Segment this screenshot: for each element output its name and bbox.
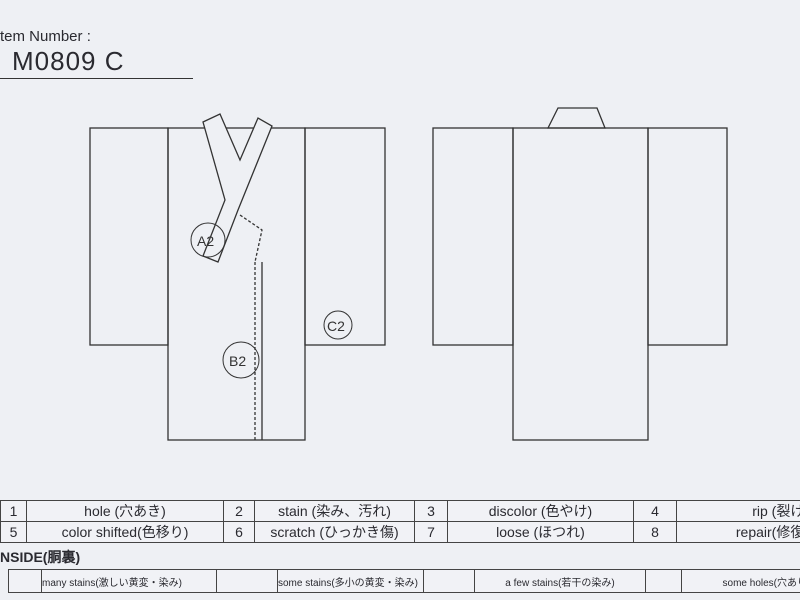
table-row: many stains(激しい黄変・染み) some stains(多小の黄変・…	[8, 569, 800, 593]
label: color shifted(色移り)	[26, 521, 224, 543]
code: 7	[414, 521, 448, 543]
code: 6	[223, 521, 255, 543]
checkbox-many[interactable]	[8, 569, 42, 593]
mark-a-circle	[190, 222, 226, 258]
checkbox-few[interactable]	[423, 569, 475, 593]
label: repair(修復)	[676, 521, 800, 543]
option-label: a few stains(若干の染み)	[474, 569, 646, 593]
option-label: some holes(穴あり	[681, 569, 800, 593]
code: 5	[0, 521, 27, 543]
code: 8	[633, 521, 677, 543]
front-left-sleeve	[89, 127, 169, 346]
underline	[0, 78, 193, 79]
code: 4	[633, 500, 677, 522]
front-right-sleeve	[304, 127, 386, 346]
label: rip (裂け)	[676, 500, 800, 522]
option-label: many stains(激しい黄変・染み)	[41, 569, 217, 593]
mark-b: B2	[229, 353, 246, 369]
inside-condition-table: many stains(激しい黄変・染み) some stains(多小の黄変・…	[8, 569, 800, 593]
checkbox-holes[interactable]	[645, 569, 682, 593]
back-collar	[546, 107, 606, 129]
option-label: some stains(多小の黄変・染み)	[277, 569, 424, 593]
mark-c: C2	[327, 318, 345, 334]
item-number-label: tem Number :	[0, 28, 91, 45]
code: 1	[0, 500, 27, 522]
label: discolor (色やけ)	[447, 500, 634, 522]
item-number-value: M0809 C	[12, 46, 125, 76]
kimono-diagram: A2 B2 C2	[89, 107, 728, 441]
code: 3	[414, 500, 448, 522]
code: 2	[223, 500, 255, 522]
inside-heading: NSIDE(胴裏)	[0, 549, 81, 565]
collar-underlap	[239, 214, 263, 263]
label: hole (穴あき)	[26, 500, 224, 522]
label: scratch (ひっかき傷)	[254, 521, 415, 543]
checkbox-some[interactable]	[216, 569, 278, 593]
label: stain (染み、汚れ)	[254, 500, 415, 522]
back-view	[432, 107, 728, 441]
collar	[202, 113, 273, 263]
label: loose (ほつれ)	[447, 521, 634, 543]
front-view: A2 B2 C2	[89, 113, 386, 441]
mark-a: A2	[197, 233, 214, 249]
